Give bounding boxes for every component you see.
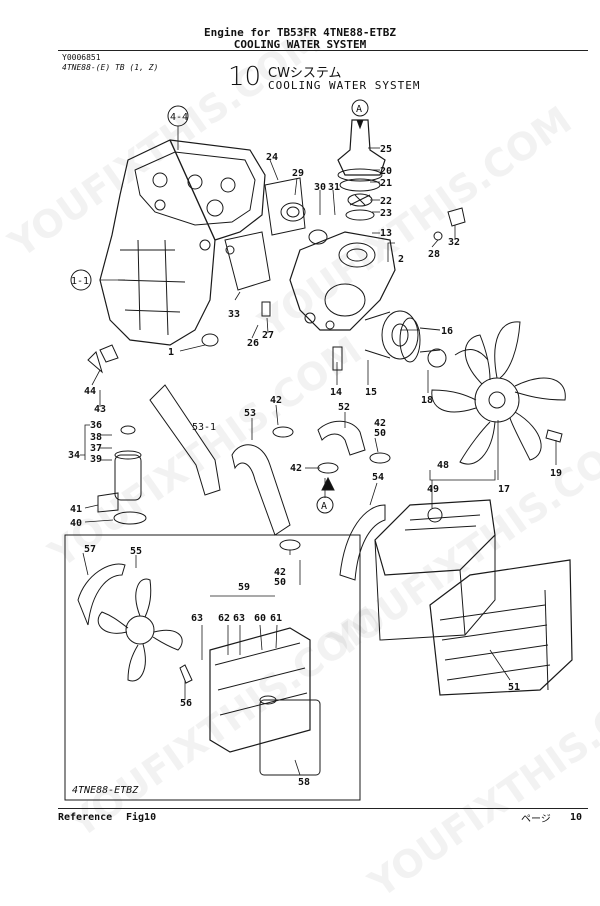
callout-A-bottom: A xyxy=(321,501,327,512)
callout-37: 37 xyxy=(90,443,102,454)
engine-block xyxy=(99,139,266,346)
water-pump xyxy=(289,231,419,360)
inset-caption: 4TNE88-ETBZ xyxy=(72,785,139,796)
callout-19: 19 xyxy=(550,468,562,479)
callout-27: 27 xyxy=(262,330,274,341)
callout-50b: 50 xyxy=(274,577,286,588)
callout-15: 15 xyxy=(365,387,377,398)
callout-40: 40 xyxy=(70,518,82,529)
callout-39: 39 xyxy=(90,454,102,465)
thermostat-housing-gasket xyxy=(224,177,306,291)
callout-32: 32 xyxy=(448,237,460,248)
radiator-core xyxy=(429,559,573,696)
radiator xyxy=(374,499,496,641)
callout-58: 58 xyxy=(298,777,310,788)
small-fittings xyxy=(87,207,563,443)
callout-44: 44 xyxy=(84,386,96,397)
callout-51: 51 xyxy=(508,682,520,693)
section-title-en: COOLING WATER SYSTEM xyxy=(268,79,421,92)
pump-pulley xyxy=(399,317,441,363)
thermostat-cover xyxy=(308,119,386,245)
callout-21: 21 xyxy=(380,178,392,189)
callout-1: 1 xyxy=(168,347,174,358)
callout-38: 38 xyxy=(90,432,102,443)
callout-1-1: 1-1 xyxy=(71,276,89,287)
callout-18: 18 xyxy=(421,395,433,406)
header-rule xyxy=(58,50,588,51)
callout-33: 33 xyxy=(228,309,240,320)
callout-30: 30 xyxy=(314,182,326,193)
footer-page-label: ページ xyxy=(521,814,551,825)
callout-43: 43 xyxy=(94,404,106,415)
doc-code: Y0006851 xyxy=(62,53,101,62)
callout-36: 36 xyxy=(90,420,102,431)
page-header-title: Engine for TB53FR 4TNE88-ETBZ xyxy=(203,26,397,39)
footer-page-number: 10 xyxy=(570,812,583,823)
callout-42c: 42 xyxy=(290,463,302,474)
footer-rule xyxy=(58,808,588,809)
callout-25: 25 xyxy=(380,144,392,155)
callout-53-1: 53-1 xyxy=(192,422,216,433)
callout-62: 62 xyxy=(218,613,230,624)
callout-60: 60 xyxy=(254,613,266,624)
callout-circles xyxy=(70,99,369,514)
callout-labels: 4-4 1-1 1 2 13 14 15 16 17 18 19 20 21 2… xyxy=(68,104,562,796)
callout-14: 14 xyxy=(330,387,342,398)
callout-4-4: 4-4 xyxy=(170,112,188,123)
callout-34: 34 xyxy=(68,450,80,461)
callout-13: 13 xyxy=(380,228,392,239)
callout-31: 31 xyxy=(328,182,340,193)
callout-48: 48 xyxy=(437,460,449,471)
callout-55: 55 xyxy=(130,546,142,557)
callout-42a: 42 xyxy=(270,395,282,406)
callout-52: 52 xyxy=(338,402,350,413)
callout-A-top: A xyxy=(356,104,362,115)
callout-2: 2 xyxy=(398,254,404,265)
callout-26: 26 xyxy=(247,338,259,349)
fan-shroud xyxy=(339,504,386,581)
callout-63b: 63 xyxy=(233,613,245,624)
callout-24: 24 xyxy=(266,152,278,163)
callout-42b: 42 xyxy=(374,418,386,429)
callout-41: 41 xyxy=(70,504,82,515)
doc-model: 4TNE88-(E) TB (1, Z) xyxy=(62,63,159,72)
callout-23: 23 xyxy=(380,208,392,219)
callout-50a: 50 xyxy=(374,428,386,439)
callout-22: 22 xyxy=(380,196,392,207)
callout-56: 56 xyxy=(180,698,192,709)
exploded-parts-diagram: 4-4 1-1 1 2 13 14 15 16 17 18 19 20 21 2… xyxy=(64,99,573,801)
section-number: 10 xyxy=(228,62,262,92)
reserve-tank xyxy=(97,425,147,525)
section-title-jp: CWシステム xyxy=(268,66,342,81)
callout-49: 49 xyxy=(427,484,439,495)
callout-17: 17 xyxy=(498,484,510,495)
callout-20: 20 xyxy=(380,166,392,177)
callout-42d: 42 xyxy=(274,567,286,578)
callout-16: 16 xyxy=(441,326,453,337)
arrow-marker xyxy=(321,476,335,491)
callout-54: 54 xyxy=(372,472,384,483)
cooling-fan xyxy=(427,321,566,465)
footer-reference: Reference xyxy=(58,812,113,823)
callout-53: 53 xyxy=(244,408,256,419)
callout-57: 57 xyxy=(84,544,96,555)
radiator-hoses xyxy=(149,384,391,551)
inset-box xyxy=(64,534,361,801)
arrow-marker xyxy=(356,119,364,130)
callout-61: 61 xyxy=(270,613,282,624)
callout-29: 29 xyxy=(292,168,304,179)
callout-63a: 63 xyxy=(191,613,203,624)
footer-figure: Fig10 xyxy=(126,812,157,823)
callout-28: 28 xyxy=(428,249,440,260)
leader-lines xyxy=(80,126,557,776)
page-header-subtitle: COOLING WATER SYSTEM xyxy=(233,38,367,51)
callout-59: 59 xyxy=(238,582,250,593)
